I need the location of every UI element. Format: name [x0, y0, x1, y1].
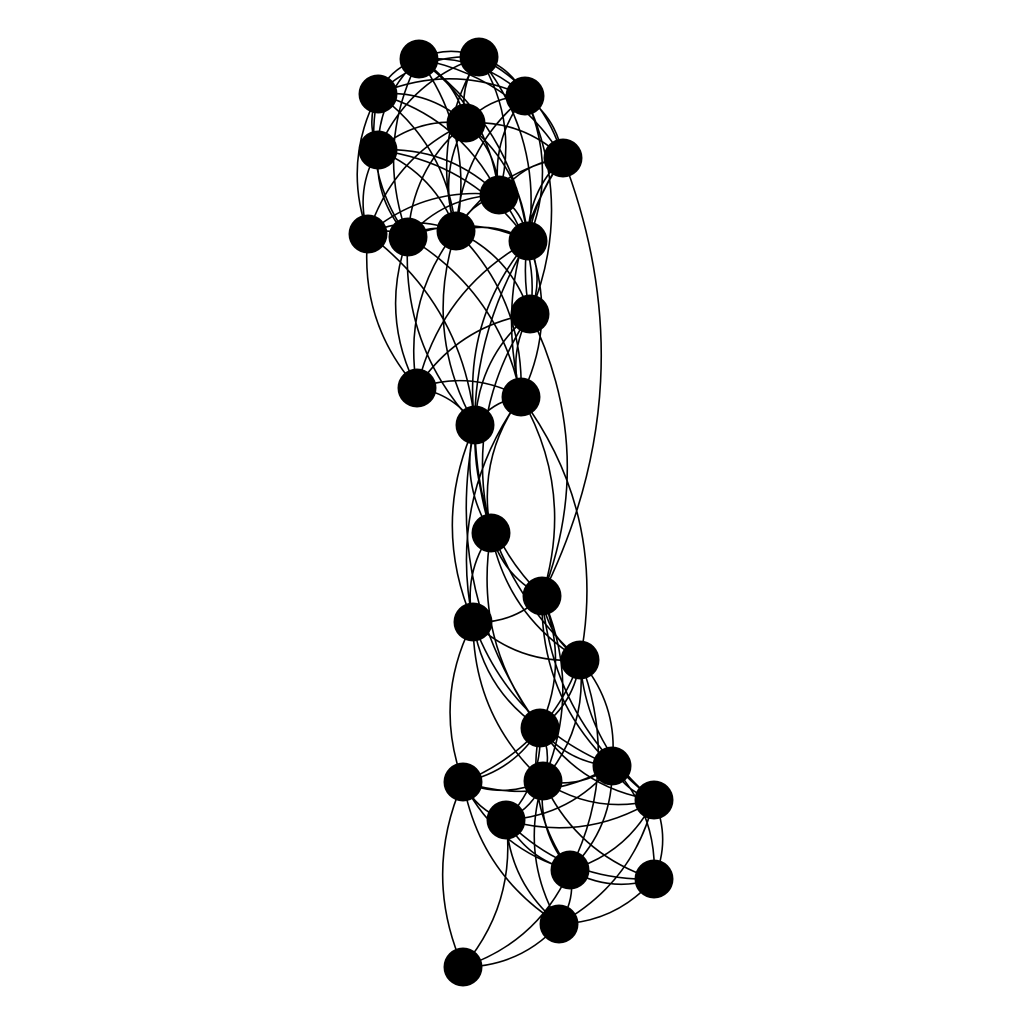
- graph-node: [399, 39, 439, 79]
- graph-edge: [407, 236, 522, 398]
- graph-edge: [472, 621, 613, 767]
- graph-node: [459, 37, 499, 77]
- graph-node: [505, 76, 545, 116]
- graph-edge: [510, 157, 564, 398]
- graph-node: [592, 746, 632, 786]
- graph-edge: [579, 659, 655, 801]
- graph-node: [510, 294, 550, 334]
- graph-edge: [541, 157, 603, 597]
- graph-edge: [541, 595, 655, 801]
- graph-node: [550, 850, 590, 890]
- graph-edge: [455, 230, 523, 398]
- graph-edge: [471, 240, 529, 426]
- graph-node: [453, 602, 493, 642]
- graph-edge: [462, 781, 560, 925]
- graph-node: [471, 513, 511, 553]
- graph-edge: [412, 230, 457, 389]
- graph-node: [508, 221, 548, 261]
- graph-node: [443, 947, 483, 987]
- graph-edge: [462, 819, 509, 968]
- graph-node: [348, 214, 388, 254]
- graph-node: [560, 640, 600, 680]
- graph-node: [543, 138, 583, 178]
- graph-edge: [416, 240, 529, 389]
- graph-edge: [442, 230, 476, 426]
- graph-node: [443, 762, 483, 802]
- graph-node: [634, 780, 674, 820]
- graph-node: [486, 800, 526, 840]
- graph-edge: [377, 149, 529, 242]
- graph-node: [397, 368, 437, 408]
- graph-edge: [449, 621, 474, 783]
- graph-node: [520, 708, 560, 748]
- graph-node: [479, 175, 519, 215]
- graph-nodes: [348, 37, 674, 987]
- graph-edge: [520, 396, 588, 661]
- graph-node: [358, 130, 398, 170]
- graph-edge: [529, 313, 569, 597]
- graph-node: [388, 217, 428, 257]
- graph-edge: [418, 58, 564, 159]
- graph-node: [501, 377, 541, 417]
- graph-edge: [441, 781, 464, 968]
- graph-edge: [472, 621, 544, 782]
- graph-edge: [451, 424, 476, 623]
- graph-node: [358, 74, 398, 114]
- graph-edge: [465, 396, 522, 623]
- graph-edge: [541, 595, 613, 767]
- graph-edge: [541, 595, 564, 782]
- graph-node: [523, 761, 563, 801]
- graph-edge: [524, 95, 553, 315]
- graph-edge: [520, 396, 556, 597]
- graph-node: [539, 904, 579, 944]
- graph-node: [634, 859, 674, 899]
- graph-node: [522, 576, 562, 616]
- graph-edge: [365, 233, 418, 389]
- graph-node: [446, 103, 486, 143]
- graph-node: [455, 405, 495, 445]
- graph-node: [436, 211, 476, 251]
- graph-edge: [418, 58, 462, 232]
